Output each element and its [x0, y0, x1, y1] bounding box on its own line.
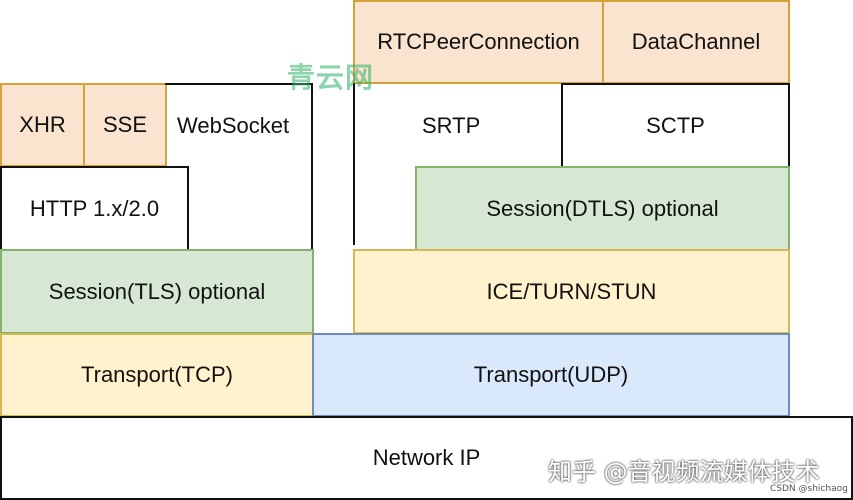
data-channel-label: DataChannel [631, 29, 761, 54]
srtp-left-border [353, 83, 355, 245]
ice-label: ICE/TURN/STUN [486, 278, 657, 304]
tls-box: Session(TLS) optional [0, 249, 314, 334]
xhr-box: XHR [0, 83, 85, 167]
http-box: HTTP 1.x/2.0 [0, 166, 189, 251]
tcp-box: Transport(TCP) [0, 333, 314, 417]
sse-label: SSE [102, 112, 148, 137]
network-ip-label: Network IP [372, 445, 481, 470]
websocket-label: WebSocket [177, 113, 290, 138]
ice-box: ICE/TURN/STUN [353, 249, 790, 334]
site-logo-watermark: 青云网 [287, 61, 375, 94]
http-label: HTTP 1.x/2.0 [29, 195, 160, 221]
udp-label: Transport(UDP) [473, 362, 629, 387]
websocket-right-border [311, 83, 313, 250]
sctp-box: SCTP [561, 83, 790, 168]
network-ip-box: Network IP [0, 416, 853, 500]
rtc-peer-connection-box: RTCPeerConnection [353, 0, 604, 84]
csdn-watermark: CSDN @shichaog [770, 484, 848, 494]
rtc-peer-connection-label: RTCPeerConnection [377, 29, 580, 54]
udp-box: Transport(UDP) [312, 333, 790, 417]
sctp-label: SCTP [646, 112, 705, 138]
websocket-top-border [165, 83, 313, 85]
dtls-label: Session(DTLS) optional [486, 195, 719, 221]
srtp-label: SRTP [422, 113, 481, 138]
xhr-label: XHR [19, 112, 66, 137]
tls-label: Session(TLS) optional [48, 278, 266, 304]
dtls-box: Session(DTLS) optional [415, 166, 790, 251]
sse-box: SSE [83, 83, 167, 167]
data-channel-box: DataChannel [602, 0, 790, 84]
zhihu-watermark: 知乎 @音视频流媒体技术 [548, 458, 820, 486]
tcp-label: Transport(TCP) [81, 362, 233, 387]
